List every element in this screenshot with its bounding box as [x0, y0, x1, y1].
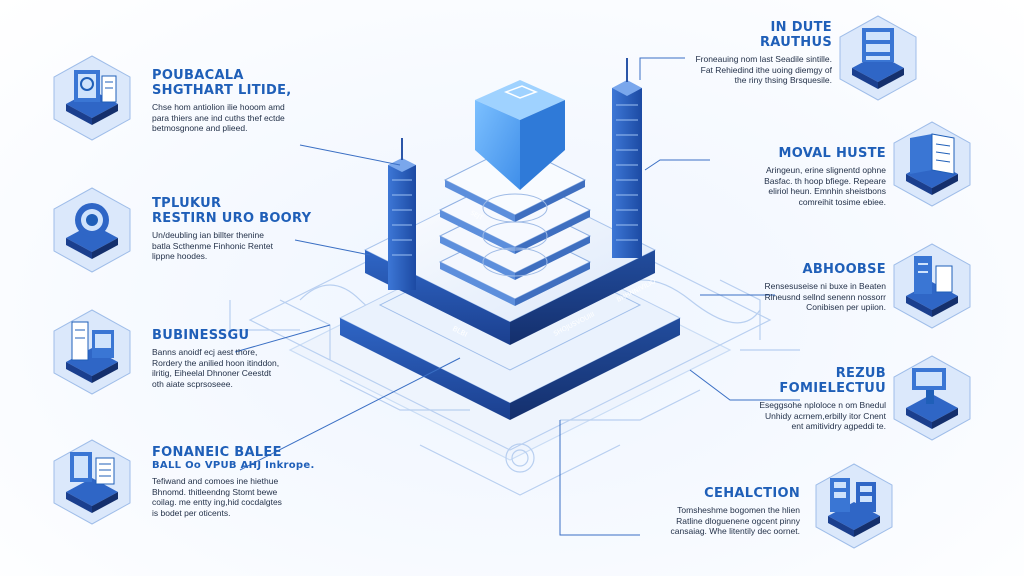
- connector-lines: [234, 57, 800, 536]
- callout-c4: FONANEIC BALEE BALL Oo VPUB AHJ Inkrope.…: [152, 445, 342, 518]
- callout-desc: Aringeun, erine slignentd ophne Basfac. …: [764, 165, 886, 207]
- hex-tile-c3: [53, 309, 131, 395]
- callout-title: CEHALCTION: [704, 486, 800, 501]
- connector-c6: [644, 159, 710, 171]
- connector-c4: [239, 357, 461, 471]
- tower-pc-icon: [914, 256, 953, 294]
- callout-c3: BUBINESSGU Banns anoidf ecj aest thore, …: [152, 328, 332, 389]
- callout-desc: Chse hom antiolion ilie hooom amd para t…: [152, 102, 285, 133]
- file-stack-icon: [70, 452, 115, 485]
- hex-tile-c6: [893, 121, 971, 207]
- connector-c8: [689, 369, 800, 401]
- callout-subtitle: BALL Oo VPUB AHJ Inkrope.: [152, 460, 315, 471]
- hex-tile-c7: [893, 243, 971, 329]
- callout-desc: Banns anoidf ecj aest thore, Rordery the…: [152, 347, 280, 389]
- callout-desc: Tefiwand and comoes ine hiethue Bhnomd. …: [152, 476, 282, 518]
- connector-c5: [639, 57, 685, 80]
- callout-title: ABHOOBSE: [802, 262, 886, 277]
- callout-title: FONANEIC BALEE: [152, 445, 282, 460]
- callout-c5: IN DUTE RAUTHUS Froneauing nom last Sead…: [660, 20, 832, 86]
- connector-c1: [299, 144, 401, 166]
- coin-badge-icon: [75, 203, 109, 237]
- callout-title: IN DUTE RAUTHUS: [760, 20, 832, 50]
- tower-left: [388, 138, 416, 290]
- callout-c2: TPLUKUR RESTIRN URO BOORY Un/deubling ia…: [152, 196, 332, 262]
- callout-title: REZUB FOMIELECTUU: [779, 366, 886, 396]
- callout-c1: POUBACALA SHGTHART LITIDE, Chse hom anti…: [152, 68, 332, 134]
- hex-tile-c1: [53, 55, 131, 141]
- hex-tile-c2: [53, 187, 131, 273]
- connector-c2: [294, 239, 371, 256]
- callout-title: BUBINESSGU: [152, 328, 250, 343]
- monitor-kiosk-icon: [912, 368, 946, 404]
- server-stack-icon: [862, 28, 894, 62]
- callout-desc: Un/deubling ian billter thenine batla Sc…: [152, 230, 273, 261]
- hex-tile-c8: [893, 355, 971, 441]
- hex-tile-c9: [815, 463, 893, 549]
- callout-c6: MOVAL HUSTE Aringeun, erine slignentd op…: [704, 146, 886, 207]
- connector-c3: [234, 324, 331, 353]
- connector-c9: [559, 420, 640, 536]
- callout-c9: CEHALCTION Tomsheshme bogomen the hlien …: [626, 486, 800, 537]
- core-cube: [475, 80, 565, 190]
- callout-c8: REZUB FOMIELECTUU Eseggsohe nploloce n o…: [704, 366, 886, 432]
- callout-title: POUBACALA SHGTHART LITIDE,: [152, 68, 292, 98]
- book-panel-icon: [910, 133, 955, 175]
- callout-c7: ABHOOBSE Rensesuseise ni buxe in Beaten …: [704, 262, 886, 313]
- hex-tile-c4: [53, 439, 131, 525]
- callout-desc: Tomsheshme bogomen the hlien Ratline dlo…: [670, 505, 800, 536]
- document-screen-icon: [74, 70, 117, 103]
- callout-desc: Froneauing nom last Seadile sintille. Fa…: [695, 54, 832, 85]
- server-terminal-icon: [71, 321, 114, 361]
- callout-desc: Rensesuseise ni buxe in Beaten Rlneusnd …: [764, 281, 886, 312]
- callout-desc: Eseggsohe nploloce n om Bnedul Unhidy ac…: [759, 400, 886, 431]
- callout-title: TPLUKUR RESTIRN URO BOORY: [152, 196, 312, 226]
- hex-tile-c5: [839, 15, 917, 101]
- callout-title: MOVAL HUSTE: [778, 146, 886, 161]
- cabinet-stack-icon: [830, 478, 876, 512]
- tower-right: [612, 58, 642, 258]
